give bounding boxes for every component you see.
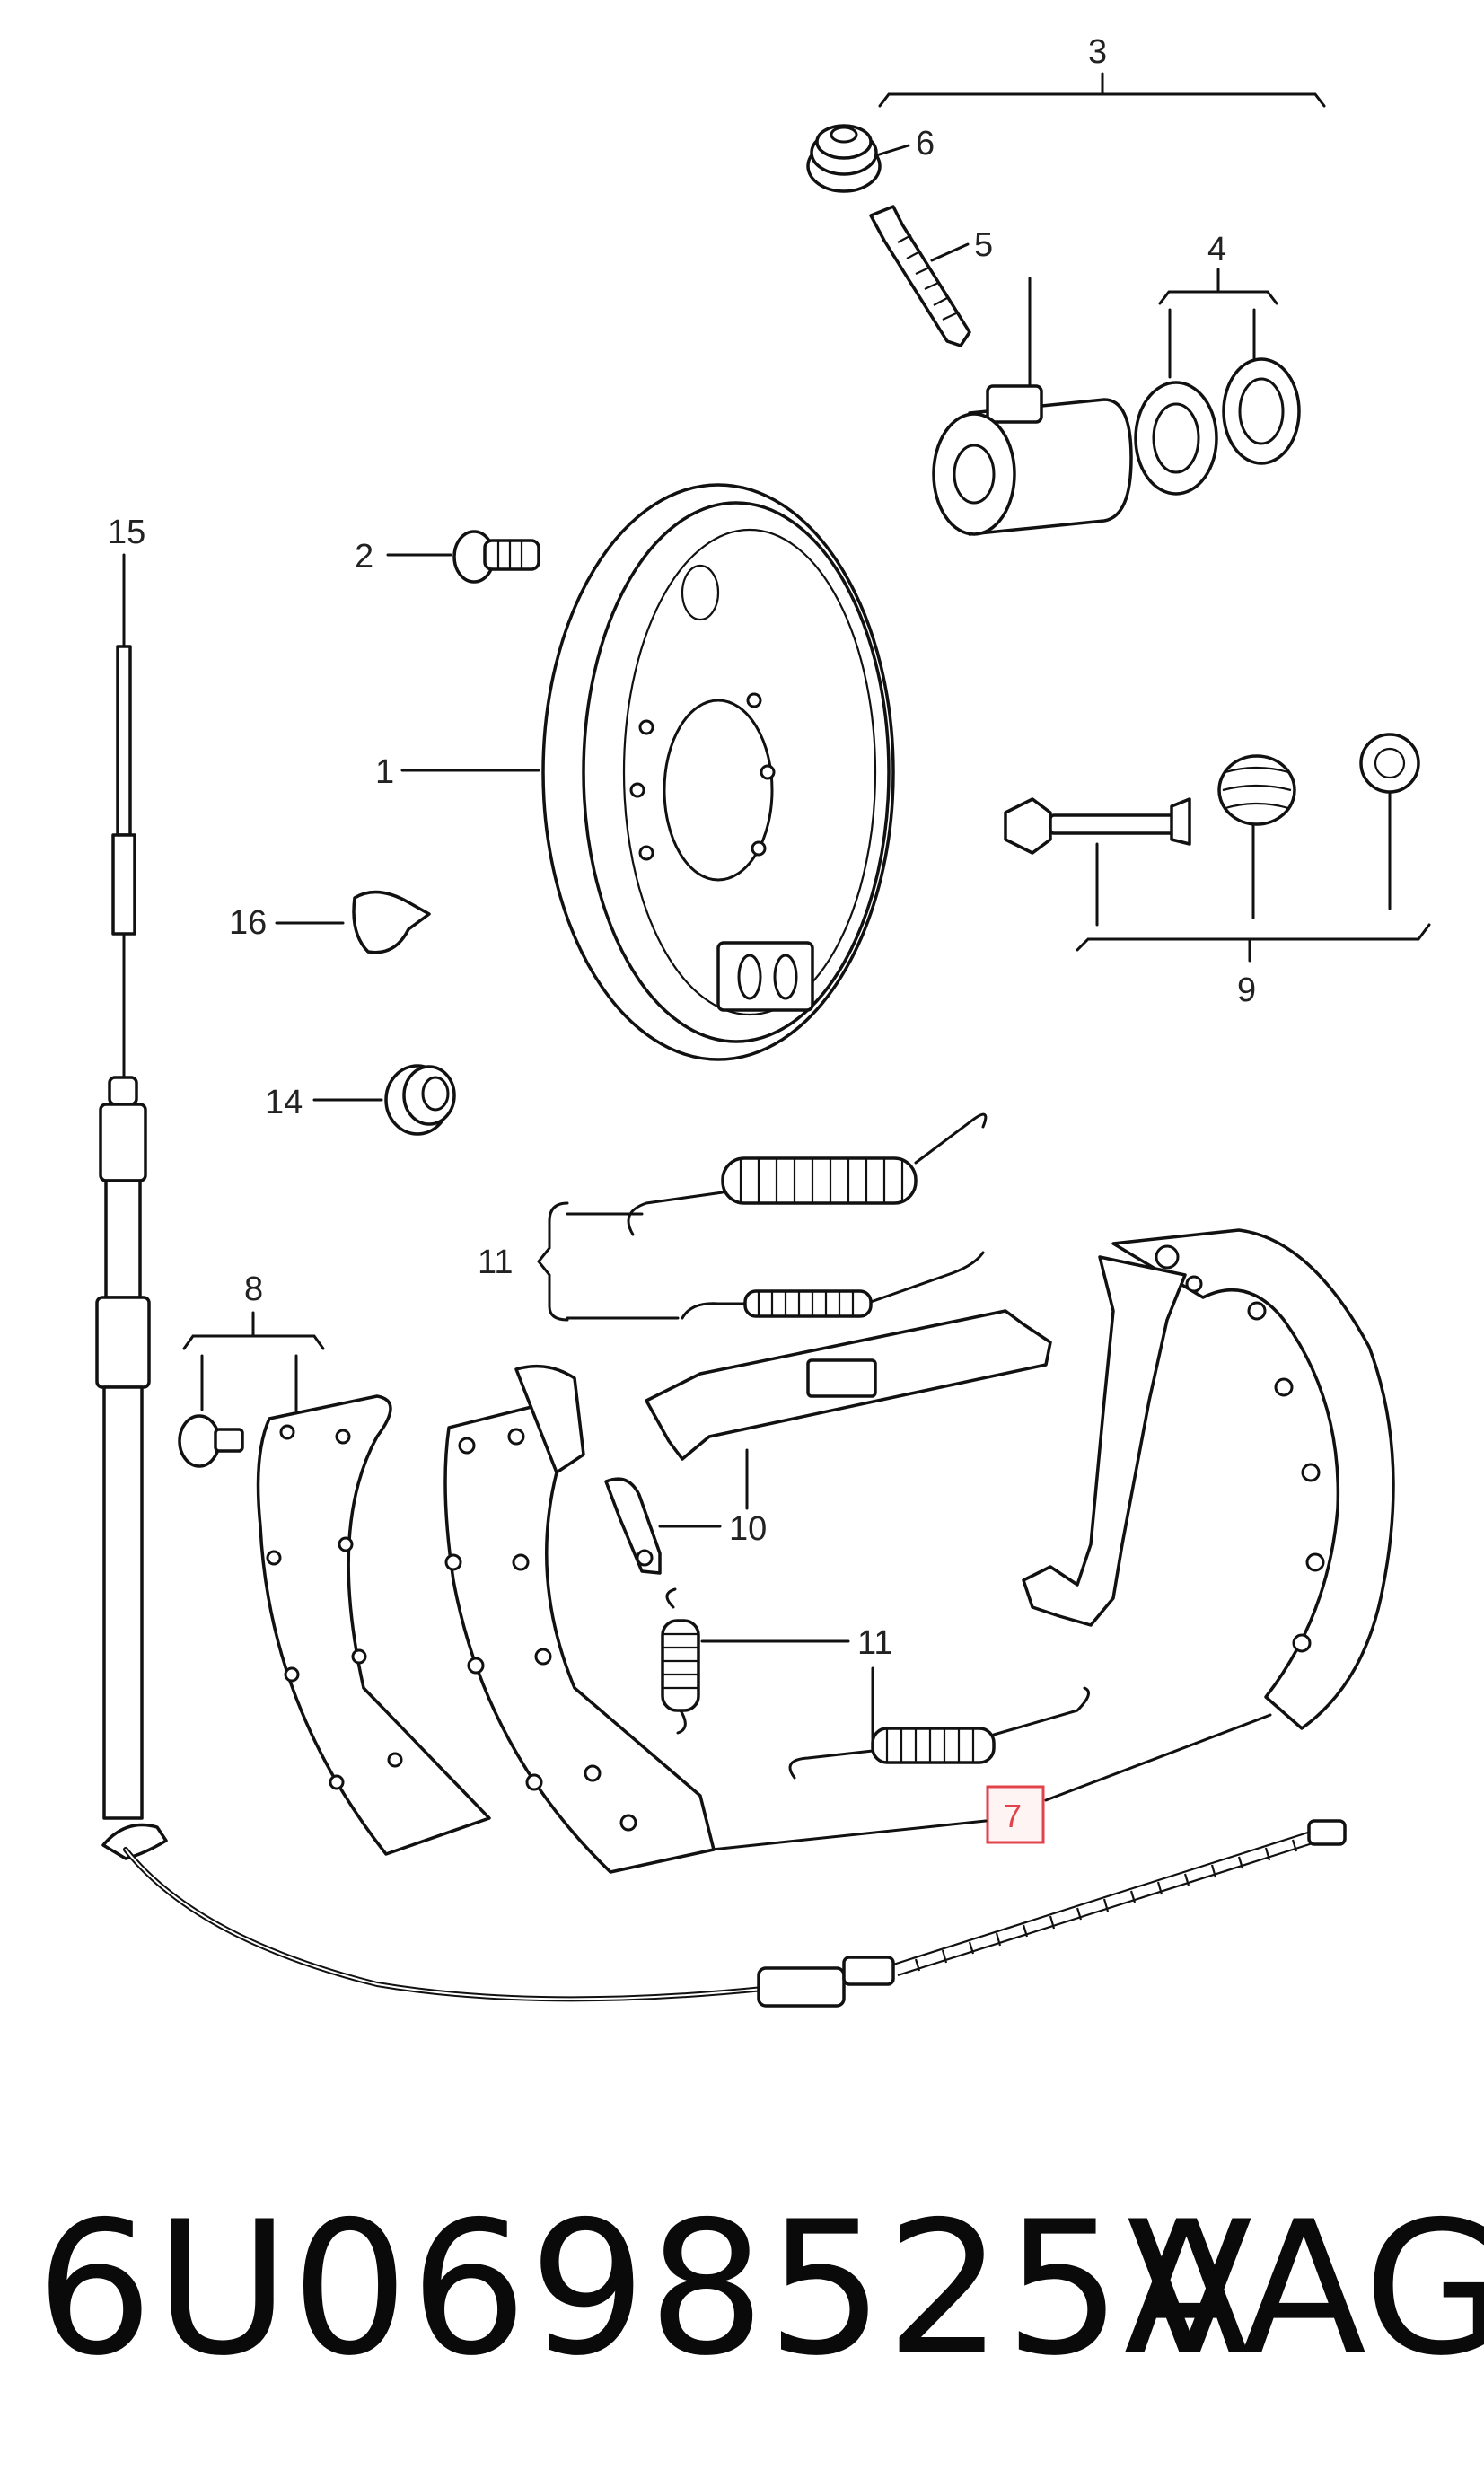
callout-10: 10 [729,1510,767,1548]
callout-4: 4 [1207,231,1226,268]
brake-shoe-right-with-lever [1022,1228,1395,1730]
part-14-grommet [384,1064,456,1136]
part-11-horizontal-spring [788,1686,1090,1780]
part-4-seals [1134,357,1301,496]
part-11-upper-spring [627,1112,988,1236]
callout-16: 16 [229,904,267,942]
callout-11-mid: 11 [857,1624,892,1662]
exploded-parts-diagram: 3 6 5 4 2 15 1 16 9 14 11 8 10 11 7 [95,33,1431,2008]
part-11-lower-spring [681,1251,985,1320]
callout-11-top: 11 [478,1244,513,1281]
part-9-hold-down-pin [1004,797,1191,855]
callout-2: 2 [355,538,373,576]
part-2-bolt [452,530,540,584]
callout-6: 6 [916,125,935,163]
wheel-cylinder [932,384,1133,536]
part-9-spring [1217,754,1296,826]
callout-5: 5 [974,226,993,264]
brake-shoe-left [443,1364,716,1874]
leader-lines [122,72,1431,1856]
brand-name: VAG [1127,2183,1484,2396]
part-6-dust-cap [806,124,882,193]
callout-9: 9 [1237,971,1256,1009]
callout-14: 14 [265,1084,303,1121]
callout-3: 3 [1088,33,1107,71]
part-5-bleeder-screw [869,205,971,347]
callout-7: 7 [1004,1798,1022,1834]
part-15-cable [95,645,151,1820]
part-11-vertical-spring [661,1587,700,1735]
callout-7-highlight[interactable]: 7 [986,1785,1045,1844]
callout-1: 1 [375,753,394,791]
part-9-cup-washer [1359,733,1420,794]
part-1-backing-plate [541,483,895,1061]
part-7-parking-brake-cable[interactable] [101,1819,1347,2008]
callout-15: 15 [108,514,145,551]
part-8-rivet [178,1414,244,1468]
part-10-adjuster-strut [604,1309,1052,1575]
part-16-plug [352,890,431,954]
callout-8: 8 [244,1270,263,1308]
footer: 6U0698525A VAG [0,2155,1484,2424]
part-8-brake-lining [256,1394,491,1856]
part-number: 6U0698525A [36,2183,1251,2396]
